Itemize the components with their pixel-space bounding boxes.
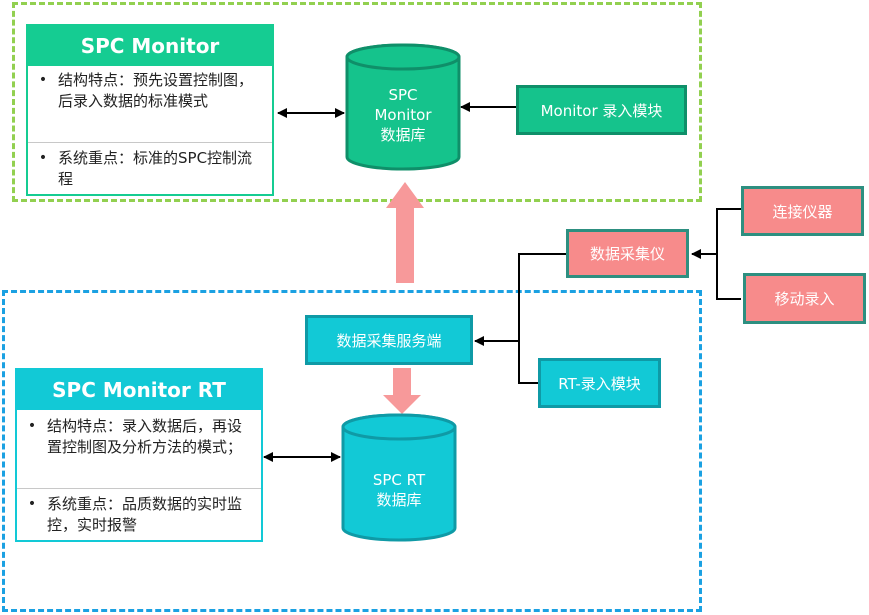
spc-monitor-panel: SPC Monitor • 结构特点：预先设置控制图，后录入数据的标准模式 • … — [26, 24, 274, 196]
spc-rt-title: SPC Monitor RT — [17, 370, 261, 410]
bullet-text: 系统重点：品质数据的实时监控，实时报警 — [47, 495, 243, 534]
spc-rt-panel: SPC Monitor RT • 结构特点：录入数据后，再设置控制图及分析方法的… — [15, 368, 263, 542]
bullet-text: 结构特点：录入数据后，再设置控制图及分析方法的模式； — [47, 417, 243, 456]
collector-server-module: 数据采集服务端 — [305, 315, 473, 365]
rt-entry-module: RT-录入模块 — [538, 358, 661, 408]
spc-rt-frame — [2, 290, 702, 612]
bullet-marker: • — [38, 72, 48, 88]
rt-focus-bullet: • 系统重点：品质数据的实时监控，实时报警 — [17, 488, 261, 540]
collector-device-module: 数据采集仪 — [566, 229, 689, 278]
instrument-bracket — [716, 208, 741, 300]
server-to-rtdb-arrow — [383, 368, 421, 414]
bullet-text: 系统重点：标准的SPC控制流程 — [58, 149, 253, 188]
bullet-marker: • — [38, 150, 48, 166]
bullet-marker: • — [27, 496, 37, 512]
monitor-structure-bullet: • 结构特点：预先设置控制图，后录入数据的标准模式 — [28, 66, 272, 142]
sync-up-arrow — [386, 182, 424, 283]
bullet-marker: • — [27, 418, 37, 434]
rt-database-cylinder — [341, 413, 457, 542]
monitor-database-label: SPC Monitor 数据库 — [374, 86, 432, 144]
connect-instrument-module: 连接仪器 — [741, 186, 864, 236]
collector-device-line — [518, 253, 566, 341]
bullet-text: 结构特点：预先设置控制图，后录入数据的标准模式 — [58, 71, 254, 110]
monitor-entry-module: Monitor 录入模块 — [516, 85, 687, 135]
rt-database-label: SPC RT 数据库 — [372, 471, 426, 509]
monitor-database-cylinder — [345, 43, 461, 171]
rt-structure-bullet: • 结构特点：录入数据后，再设置控制图及分析方法的模式； — [17, 410, 261, 488]
rt-entry-line — [518, 341, 538, 384]
spc-monitor-frame — [12, 2, 702, 202]
monitor-focus-bullet: • 系统重点：标准的SPC控制流程 — [28, 142, 272, 194]
spc-monitor-title: SPC Monitor — [28, 26, 272, 66]
mobile-entry-module: 移动录入 — [743, 273, 866, 324]
